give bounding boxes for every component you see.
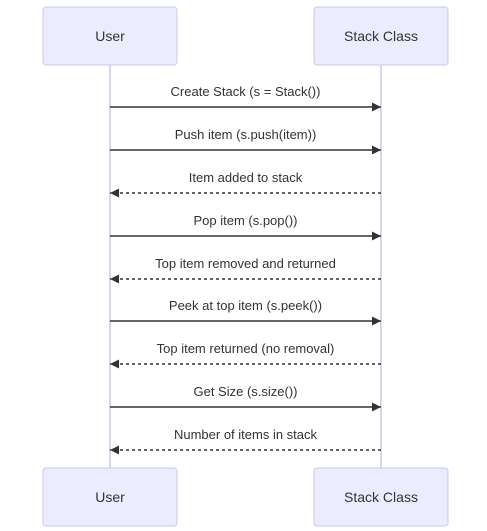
message-6: Top item returned (no removal) (110, 341, 381, 369)
message-2: Item added to stack (110, 170, 381, 198)
message-4: Top item removed and returned (110, 256, 381, 284)
message-label: Pop item (s.pop()) (193, 213, 297, 228)
message-label: Peek at top item (s.peek()) (169, 298, 322, 313)
actor-stack-class-bottom: Stack Class (313, 467, 449, 527)
actor-stack-class-top-label: Stack Class (344, 28, 418, 44)
actor-user-bottom: User (42, 467, 178, 527)
message-5: Peek at top item (s.peek()) (110, 298, 381, 326)
message-label: Top item returned (no removal) (157, 341, 335, 356)
message-label: Top item removed and returned (155, 256, 336, 271)
message-1: Push item (s.push(item)) (110, 127, 381, 155)
actor-user-top: User (42, 6, 178, 66)
message-8: Number of items in stack (110, 427, 381, 455)
actor-stack-class-bottom-label: Stack Class (344, 489, 418, 505)
actor-stack-class-top: Stack Class (313, 6, 449, 66)
actor-user-bottom-label: User (95, 489, 125, 505)
message-0: Create Stack (s = Stack()) (110, 84, 381, 112)
message-label: Item added to stack (189, 170, 303, 185)
message-label: Push item (s.push(item)) (175, 127, 317, 142)
message-label: Create Stack (s = Stack()) (171, 84, 321, 99)
actor-user-top-label: User (95, 28, 125, 44)
message-label: Get Size (s.size()) (193, 384, 297, 399)
message-7: Get Size (s.size()) (110, 384, 381, 412)
message-3: Pop item (s.pop()) (110, 213, 381, 241)
message-label: Number of items in stack (174, 427, 318, 442)
